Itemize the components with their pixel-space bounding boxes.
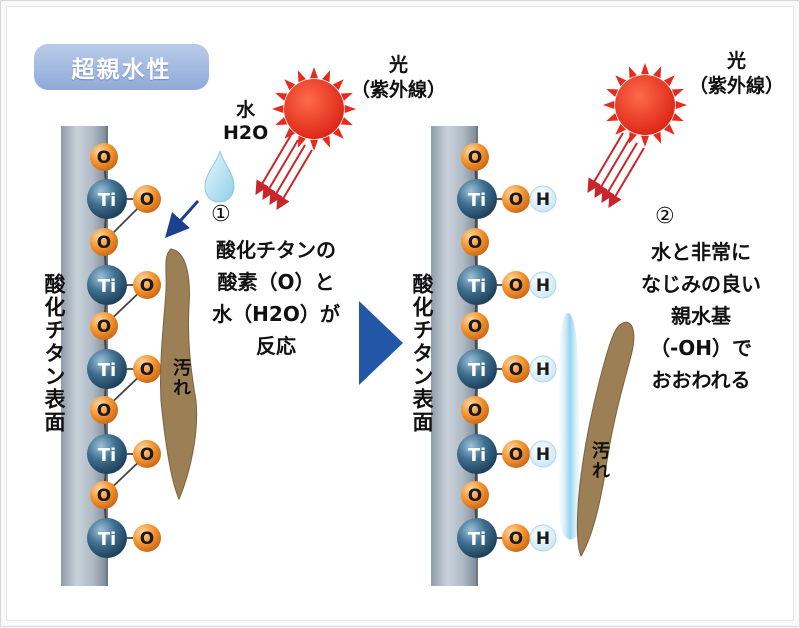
svg-text:O: O <box>140 529 154 549</box>
oxygen-atom: O <box>133 355 161 383</box>
titanium-atom: Ti <box>457 265 497 305</box>
right-dirt-blob <box>576 321 635 558</box>
right-step-text: 水と非常に なじみの良い 親水基 （-OH）で おおわれる <box>641 240 761 392</box>
svg-text:H: H <box>536 276 550 296</box>
left-dirt-blob <box>160 248 198 501</box>
uv-ray-arrow-icon <box>587 132 645 209</box>
svg-text:O: O <box>140 360 154 380</box>
svg-text:Ti: Ti <box>468 190 486 211</box>
water-droplet-icon <box>204 150 235 203</box>
oxygen-atom: O <box>90 312 118 340</box>
svg-text:O: O <box>97 486 111 506</box>
svg-text:Ti: Ti <box>98 445 116 466</box>
right-dirt-label: 汚れ <box>589 441 610 481</box>
svg-text:H: H <box>536 529 550 549</box>
svg-text:O: O <box>97 317 111 337</box>
left-step-text: 酸化チタンの 酸素（O）と 水（H2O）が 反応 <box>212 238 340 358</box>
reaction-arrow-icon <box>165 200 200 238</box>
left-step-number: ① <box>211 202 231 227</box>
svg-text:O: O <box>97 401 111 421</box>
oxygen-atom: O <box>461 228 489 256</box>
hydrogen-atom: H <box>529 440 557 468</box>
svg-text:O: O <box>509 529 523 549</box>
svg-text:Ti: Ti <box>468 276 486 297</box>
hydrogen-atom: H <box>529 185 557 213</box>
svg-text:Ti: Ti <box>468 360 486 381</box>
oxygen-atom: O <box>133 524 161 552</box>
titanium-atom: Ti <box>87 349 127 389</box>
oxygen-atom: O <box>90 228 118 256</box>
svg-text:H: H <box>536 360 550 380</box>
right-surface-label: 酸化チタン表面 <box>410 273 434 434</box>
water-label: 水 H2O <box>223 99 269 144</box>
svg-text:H: H <box>536 445 550 465</box>
svg-text:H: H <box>536 190 550 210</box>
titanium-atom: Ti <box>87 265 127 305</box>
oxygen-atom: O <box>461 143 489 171</box>
oxygen-atom: O <box>133 271 161 299</box>
page-title: 超親水性 <box>34 44 209 90</box>
left-dirt-label: 汚れ <box>170 358 191 398</box>
svg-text:O: O <box>140 276 154 296</box>
next-step-triangle-icon <box>359 301 403 385</box>
svg-text:O: O <box>509 360 523 380</box>
oxygen-atom: O <box>461 481 489 509</box>
svg-text:Ti: Ti <box>98 190 116 211</box>
svg-text:Ti: Ti <box>98 360 116 381</box>
sun-icon <box>603 63 687 147</box>
svg-text:Ti: Ti <box>98 529 116 550</box>
svg-text:O: O <box>468 148 482 168</box>
hydrogen-atom: H <box>529 355 557 383</box>
right-step-number: ② <box>655 204 675 229</box>
oxygen-atom: O <box>502 271 530 299</box>
oxygen-atom: O <box>461 396 489 424</box>
oxygen-atom: O <box>90 396 118 424</box>
oxygen-atom: O <box>133 185 161 213</box>
titanium-atom: Ti <box>457 349 497 389</box>
right-light-label: 光 （紫外線） <box>689 50 785 97</box>
oxygen-atom: O <box>502 355 530 383</box>
oxygen-atom: O <box>133 440 161 468</box>
svg-text:O: O <box>468 233 482 253</box>
oxygen-atom: O <box>90 143 118 171</box>
sun-icon <box>272 67 356 151</box>
svg-text:O: O <box>468 486 482 506</box>
svg-text:O: O <box>140 190 154 210</box>
svg-text:O: O <box>468 317 482 337</box>
titanium-atom: Ti <box>87 434 127 474</box>
svg-text:O: O <box>509 445 523 465</box>
svg-text:O: O <box>509 276 523 296</box>
oxygen-atom: O <box>90 481 118 509</box>
uv-ray-arrow-icon <box>255 134 313 211</box>
svg-text:Ti: Ti <box>468 445 486 466</box>
oxygen-atom: O <box>461 312 489 340</box>
titanium-atom: Ti <box>87 179 127 219</box>
svg-text:Ti: Ti <box>468 529 486 550</box>
svg-text:O: O <box>509 190 523 210</box>
svg-text:O: O <box>97 148 111 168</box>
titanium-atom: Ti <box>457 518 497 558</box>
svg-text:O: O <box>97 233 111 253</box>
oxygen-atom: O <box>502 524 530 552</box>
oxygen-atom: O <box>502 440 530 468</box>
right-water-film <box>559 313 581 540</box>
oxygen-atom: O <box>502 185 530 213</box>
svg-text:O: O <box>468 401 482 421</box>
titanium-atom: Ti <box>457 434 497 474</box>
hydrogen-atom: H <box>529 271 557 299</box>
titanium-atom: Ti <box>87 518 127 558</box>
svg-text:Ti: Ti <box>98 276 116 297</box>
titanium-atom: Ti <box>457 179 497 219</box>
hydrogen-atom: H <box>529 524 557 552</box>
svg-text:O: O <box>140 445 154 465</box>
left-surface-label: 酸化チタン表面 <box>42 273 66 434</box>
left-light-label: 光 （紫外線） <box>351 54 447 101</box>
